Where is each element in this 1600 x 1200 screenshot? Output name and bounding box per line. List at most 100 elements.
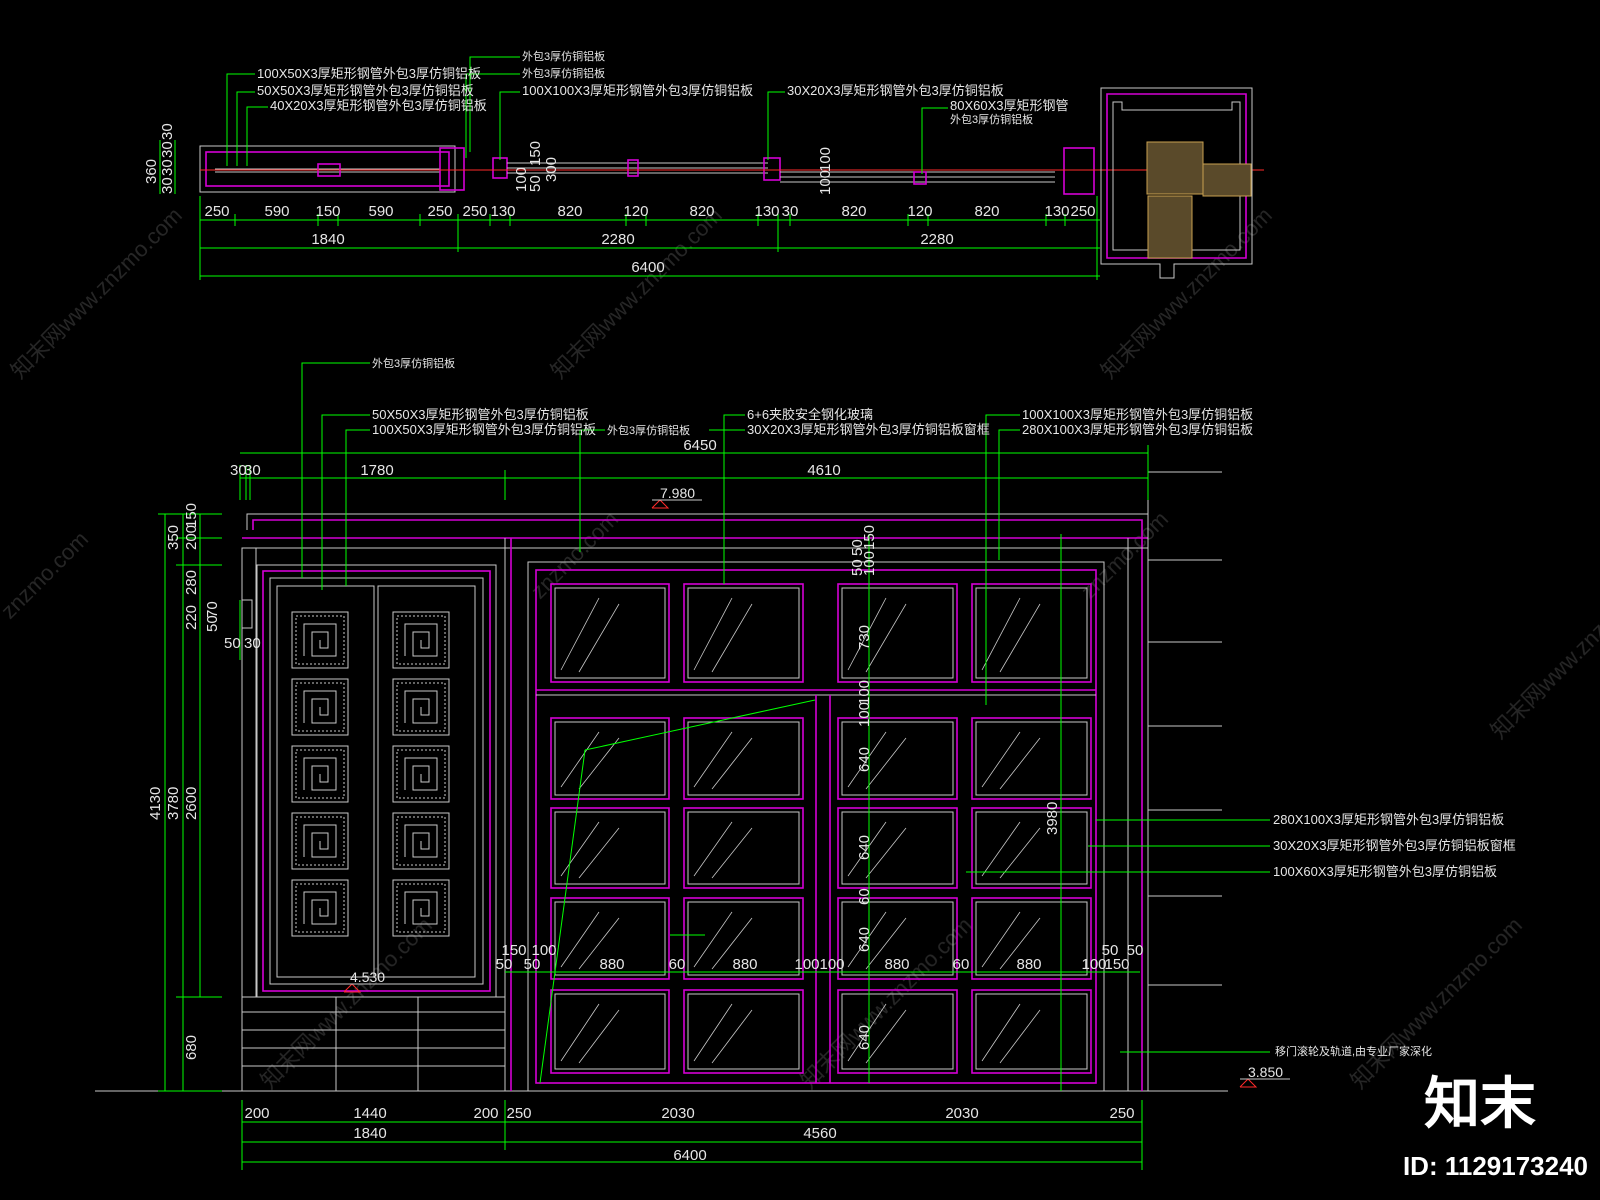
elev-inner-dim: 100 [856, 702, 873, 727]
opening-line [584, 699, 816, 751]
fret-tiles [291, 611, 450, 937]
opening-line [539, 749, 586, 1084]
elev-note: 外包3厚仿铜铝板 [607, 423, 690, 437]
plan-vert-dim: 50 [527, 175, 544, 192]
elev-mid-dim: 880 [732, 956, 757, 973]
elev-inner-dim: 100 [861, 551, 878, 576]
plan-leaders [226, 56, 948, 174]
decor-panel [256, 564, 497, 998]
elev-inner-dim: 100 [856, 680, 873, 705]
elev-vert-dim: 280 [183, 570, 200, 595]
plan-vert-dim: 360 [143, 159, 160, 184]
elev-inner-dim: 640 [856, 1025, 873, 1050]
glass-pane [837, 807, 958, 889]
fret-tile [392, 812, 450, 870]
elev-bottom-dim: 250 [506, 1105, 531, 1122]
plan-dim-label: 1840 [311, 231, 344, 248]
elev-note: 280X100X3厚矩形钢管外包3厚仿铜铝板 [1273, 812, 1504, 827]
elev-vert-dim: 350 [165, 525, 182, 550]
elev-bottom-dim-lines [241, 1100, 1143, 1170]
plan-column-frame [1106, 93, 1247, 259]
plan-dim-label: 820 [974, 203, 999, 220]
elev-dim: 1780 [360, 462, 393, 479]
left-jamb [241, 547, 257, 998]
elev-mid-dim: 150 [501, 942, 526, 959]
elev-note: 外包3厚仿铜铝板 [372, 356, 455, 370]
elev-mid-dim: 100 [531, 942, 556, 959]
elev-note: 100X100X3厚矩形钢管外包3厚仿铜铝板 [1022, 407, 1253, 422]
elev-inner-dim: 150 [861, 525, 878, 550]
decor-leaf-left [276, 585, 375, 978]
elev-bottom-dim: 250 [1109, 1105, 1134, 1122]
glass-panes [550, 583, 1092, 1074]
elev-mid-dim: 100 [819, 956, 844, 973]
plan-vert-dim: 150 [527, 141, 544, 166]
plan-post [439, 147, 465, 191]
elev-inner-dim-lines [868, 534, 1062, 1091]
glass-pane [550, 989, 670, 1074]
plan-dim-label: 120 [907, 203, 932, 220]
glass-pane [971, 717, 1092, 800]
plan-note: 外包3厚仿铜铝板 [522, 66, 605, 80]
glass-pane [683, 807, 804, 889]
elev-left-dim-lines [158, 513, 241, 1092]
elev-dim: 4610 [807, 462, 840, 479]
fret-tile [392, 879, 450, 937]
plan-panel-left [199, 145, 456, 193]
elev-mid-dim: 150 [1104, 956, 1129, 973]
elev-mid-dim: 60 [669, 956, 686, 973]
elev-mid-dim: 50 [1102, 942, 1119, 959]
elev-vert-dim: 4130 [147, 787, 164, 820]
level-label: 7.980 [660, 485, 695, 501]
elev-vert-dim: 200 [183, 525, 200, 550]
plan-joint [913, 171, 927, 185]
glass-pane [550, 717, 670, 800]
elev-dim: 30 [244, 462, 261, 479]
elev-vert-dim: 3780 [165, 787, 182, 820]
plan-dim-label: 130 [490, 203, 515, 220]
plan-vert-dim: 100 [513, 167, 530, 192]
plan-vert-dim: 300 [543, 157, 560, 182]
elevation-leaders [301, 362, 1270, 1053]
elev-mid-dim: 50 [496, 956, 513, 973]
plan-column-outline [1100, 87, 1253, 279]
level-mark-top: 7.980 [651, 485, 702, 509]
glass-pane [683, 989, 804, 1074]
plan-dim-label: 120 [623, 203, 648, 220]
fret-tile [392, 745, 450, 803]
plan-vert-dim: 100 [817, 147, 834, 172]
elev-note: 30X20X3厚矩形钢管外包3厚仿铜铝板窗框 [747, 422, 990, 437]
plan-dim-label: 250 [1070, 203, 1095, 220]
plan-dim-label: 820 [557, 203, 582, 220]
elev-bottom-dim: 2030 [945, 1105, 978, 1122]
glass-pane [837, 989, 958, 1074]
plan-panel-frame [205, 151, 450, 187]
glass-pane [837, 897, 958, 980]
plan-dim-label: 150 [315, 203, 340, 220]
plan-post [763, 157, 781, 181]
plan-dim-label: 250 [427, 203, 452, 220]
plan-dim-label: 820 [689, 203, 714, 220]
watermark-text: 知末网www.znzmo.com [6, 202, 187, 383]
elev-note: 6+6夹胶安全钢化玻璃 [747, 407, 873, 422]
plan-column-core [1146, 141, 1204, 195]
plan-dim-label: 130 [754, 203, 779, 220]
watermark-text: 知末网www.znzmo.com [1346, 912, 1527, 1093]
level-label: 4.530 [350, 969, 385, 985]
glass-pane [837, 717, 958, 800]
watermark-text: znzmo.com [526, 506, 623, 603]
elev-inner-dim: 640 [856, 927, 873, 952]
asset-id-label: ID: 1129173240 [1402, 1151, 1588, 1181]
elev-bottom-dim: 1840 [353, 1125, 386, 1142]
plan-note: 50X50X3厚矩形钢管外包3厚仿铜铝板 [257, 83, 474, 98]
elev-dim: 50 [224, 635, 241, 652]
plan-note: 外包3厚仿铜铝板 [522, 49, 605, 63]
elev-note: 100X60X3厚矩形钢管外包3厚仿铜铝板 [1273, 864, 1497, 879]
level-label: 3.850 [1248, 1064, 1283, 1080]
plan-dim-label: 250 [462, 203, 487, 220]
plan-dim-label: 590 [264, 203, 289, 220]
level-mark-mid: 4.530 [343, 969, 395, 993]
fret-tile [291, 812, 349, 870]
glass-pane [683, 583, 804, 683]
skirting-panel [241, 996, 505, 1091]
